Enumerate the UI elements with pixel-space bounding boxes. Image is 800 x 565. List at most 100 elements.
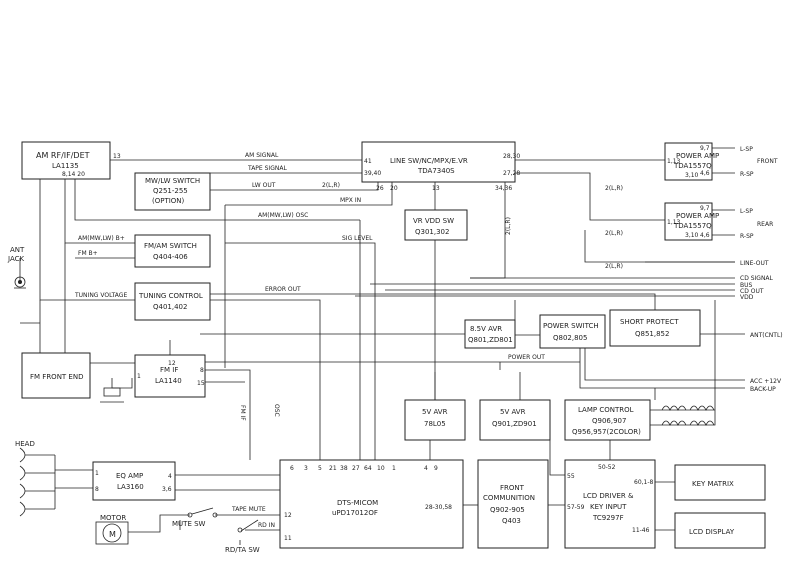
- svg-text:9,7: 9,7: [700, 145, 710, 152]
- label-head: HEAD: [15, 440, 35, 448]
- svg-text:Q906,907: Q906,907: [592, 417, 626, 425]
- svg-text:R-SP: R-SP: [740, 233, 754, 240]
- svg-text:KEY MATRIX: KEY MATRIX: [692, 480, 734, 488]
- label-lr-4: 2(L,R): [605, 230, 623, 237]
- svg-text:TUNING CONTROL: TUNING CONTROL: [138, 292, 203, 300]
- svg-text:Q956,957(2COLOR): Q956,957(2COLOR): [572, 428, 641, 436]
- block-power-amp-rear: POWER AMP TDA1557Q: [664, 202, 719, 241]
- svg-text:13: 13: [432, 185, 440, 192]
- svg-text:L-SP: L-SP: [740, 146, 753, 153]
- svg-text:1,13: 1,13: [667, 158, 681, 165]
- svg-text:POWER AMP: POWER AMP: [676, 212, 719, 220]
- svg-text:Q403: Q403: [502, 517, 521, 525]
- svg-text:MW/LW SWITCH: MW/LW SWITCH: [145, 177, 200, 185]
- svg-text:CD SIGNAL: CD SIGNAL: [740, 275, 774, 282]
- svg-text:57-59: 57-59: [567, 504, 585, 511]
- svg-text:5: 5: [318, 465, 322, 472]
- label-tuning-voltage: TUNING VOLTAGE: [74, 292, 127, 299]
- svg-text:LINE-OUT: LINE-OUT: [740, 260, 769, 267]
- svg-text:VDD: VDD: [740, 294, 754, 301]
- svg-text:4,6: 4,6: [700, 232, 710, 239]
- label-motor: MOTOR: [100, 514, 126, 522]
- svg-text:POWER SWITCH: POWER SWITCH: [543, 322, 599, 330]
- svg-text:28-30,58: 28-30,58: [425, 504, 452, 511]
- svg-text:R-SP: R-SP: [740, 171, 754, 178]
- wires: [19, 147, 745, 545]
- label-lr-3: 2(L,R): [605, 185, 623, 192]
- svg-text:9: 9: [434, 465, 438, 472]
- svg-text:6: 6: [290, 465, 294, 472]
- svg-text:EQ AMP: EQ AMP: [116, 472, 143, 480]
- svg-text:38: 38: [340, 465, 348, 472]
- svg-text:TDA1557Q: TDA1557Q: [673, 222, 712, 230]
- block-power-amp-front: POWER AMP TDA1557Q: [664, 142, 719, 181]
- svg-text:LA3160: LA3160: [117, 483, 144, 491]
- svg-text:78L05: 78L05: [424, 420, 446, 428]
- svg-text:Q251-255: Q251-255: [153, 187, 188, 195]
- svg-text:27,28: 27,28: [503, 170, 520, 177]
- svg-text:BUS: BUS: [740, 282, 753, 289]
- svg-text:TDA1557Q: TDA1557Q: [673, 162, 712, 170]
- svg-text:21: 21: [329, 465, 337, 472]
- label-motor-m: M: [109, 530, 116, 539]
- output-labels: L-SP R-SP FRONT L-SP R-SP REAR LINE-OUT …: [740, 146, 783, 393]
- svg-text:VR VDD SW: VR VDD SW: [413, 217, 454, 225]
- svg-text:Q802,805: Q802,805: [553, 334, 587, 342]
- switch-icon: [187, 507, 259, 533]
- svg-text:LAMP CONTROL: LAMP CONTROL: [578, 406, 634, 414]
- label-rd-in: RD IN: [258, 522, 275, 529]
- svg-text:KEY INPUT: KEY INPUT: [590, 503, 627, 511]
- svg-text:FRONT: FRONT: [757, 158, 778, 165]
- label-am-b: AM(MW,LW) B+: [78, 235, 125, 242]
- block-dts-micom: DTS-MICOM uPD17012OF: [279, 459, 464, 549]
- svg-text:COMMUNITION: COMMUNITION: [483, 494, 535, 502]
- svg-text:CD OUT: CD OUT: [740, 288, 764, 295]
- head-icon: [19, 447, 56, 517]
- svg-text:BACK-UP: BACK-UP: [750, 386, 776, 393]
- svg-text:60,1-8: 60,1-8: [634, 479, 654, 486]
- block-am-rf: AM RF/IF/DET LA1135: [21, 141, 111, 180]
- svg-text:8: 8: [200, 367, 204, 374]
- block-fmam-switch: FM/AM SWITCH Q404-406: [134, 234, 211, 268]
- ant-jack-icon: [14, 276, 26, 289]
- block-fm-front-end: FM FRONT END: [21, 352, 91, 399]
- svg-text:64: 64: [364, 465, 372, 472]
- block-5v-avr-a: 5V AVR 78L05: [404, 399, 466, 441]
- svg-text:REAR: REAR: [757, 221, 773, 228]
- svg-text:(OPTION): (OPTION): [152, 197, 185, 205]
- svg-text:LCD DISPLAY: LCD DISPLAY: [689, 528, 735, 536]
- svg-text:9,7: 9,7: [700, 205, 710, 212]
- svg-text:ACC +12V: ACC +12V: [750, 378, 782, 385]
- svg-text:39,40: 39,40: [364, 170, 381, 177]
- svg-text:1: 1: [137, 373, 141, 380]
- svg-text:ANT(CNTL): ANT(CNTL): [750, 332, 783, 339]
- svg-text:3: 3: [304, 465, 308, 472]
- block-short-protect: SHORT PROTECT Q851,852: [609, 309, 701, 347]
- svg-text:8,14 20: 8,14 20: [62, 171, 85, 178]
- block-eq-amp: EQ AMP LA3160: [92, 461, 176, 501]
- lamp-icon: [661, 405, 715, 426]
- svg-text:Q801,ZD801: Q801,ZD801: [468, 336, 513, 344]
- svg-text:10: 10: [377, 465, 385, 472]
- label-tape-signal: TAPE SIGNAL: [247, 165, 287, 172]
- svg-text:FM FRONT END: FM FRONT END: [30, 373, 83, 381]
- svg-text:L-SP: L-SP: [740, 208, 753, 215]
- label-fm-b: FM B+: [78, 250, 98, 257]
- svg-text:Q902-905: Q902-905: [490, 506, 525, 514]
- label-mpx-in: MPX IN: [340, 197, 361, 204]
- block-am-rf-part: LA1135: [52, 162, 79, 170]
- svg-text:POWER AMP: POWER AMP: [676, 152, 719, 160]
- svg-text:TC9297F: TC9297F: [592, 514, 624, 522]
- block-key-matrix: KEY MATRIX: [674, 464, 766, 501]
- label-sig-level: SIG LEVEL: [342, 235, 373, 242]
- label-am-signal: AM SIGNAL: [245, 152, 279, 159]
- svg-text:1: 1: [392, 465, 396, 472]
- block-fm-if: FM IF LA1140: [134, 354, 206, 398]
- svg-text:TDA7340S: TDA7340S: [417, 167, 455, 175]
- block-85v-avr: 8.5V AVR Q801,ZD801: [464, 319, 516, 349]
- svg-text:55: 55: [567, 473, 575, 480]
- label-lr-2: 2(L,R): [505, 217, 512, 235]
- svg-text:41: 41: [364, 158, 372, 165]
- svg-text:SHORT PROTECT: SHORT PROTECT: [620, 318, 679, 326]
